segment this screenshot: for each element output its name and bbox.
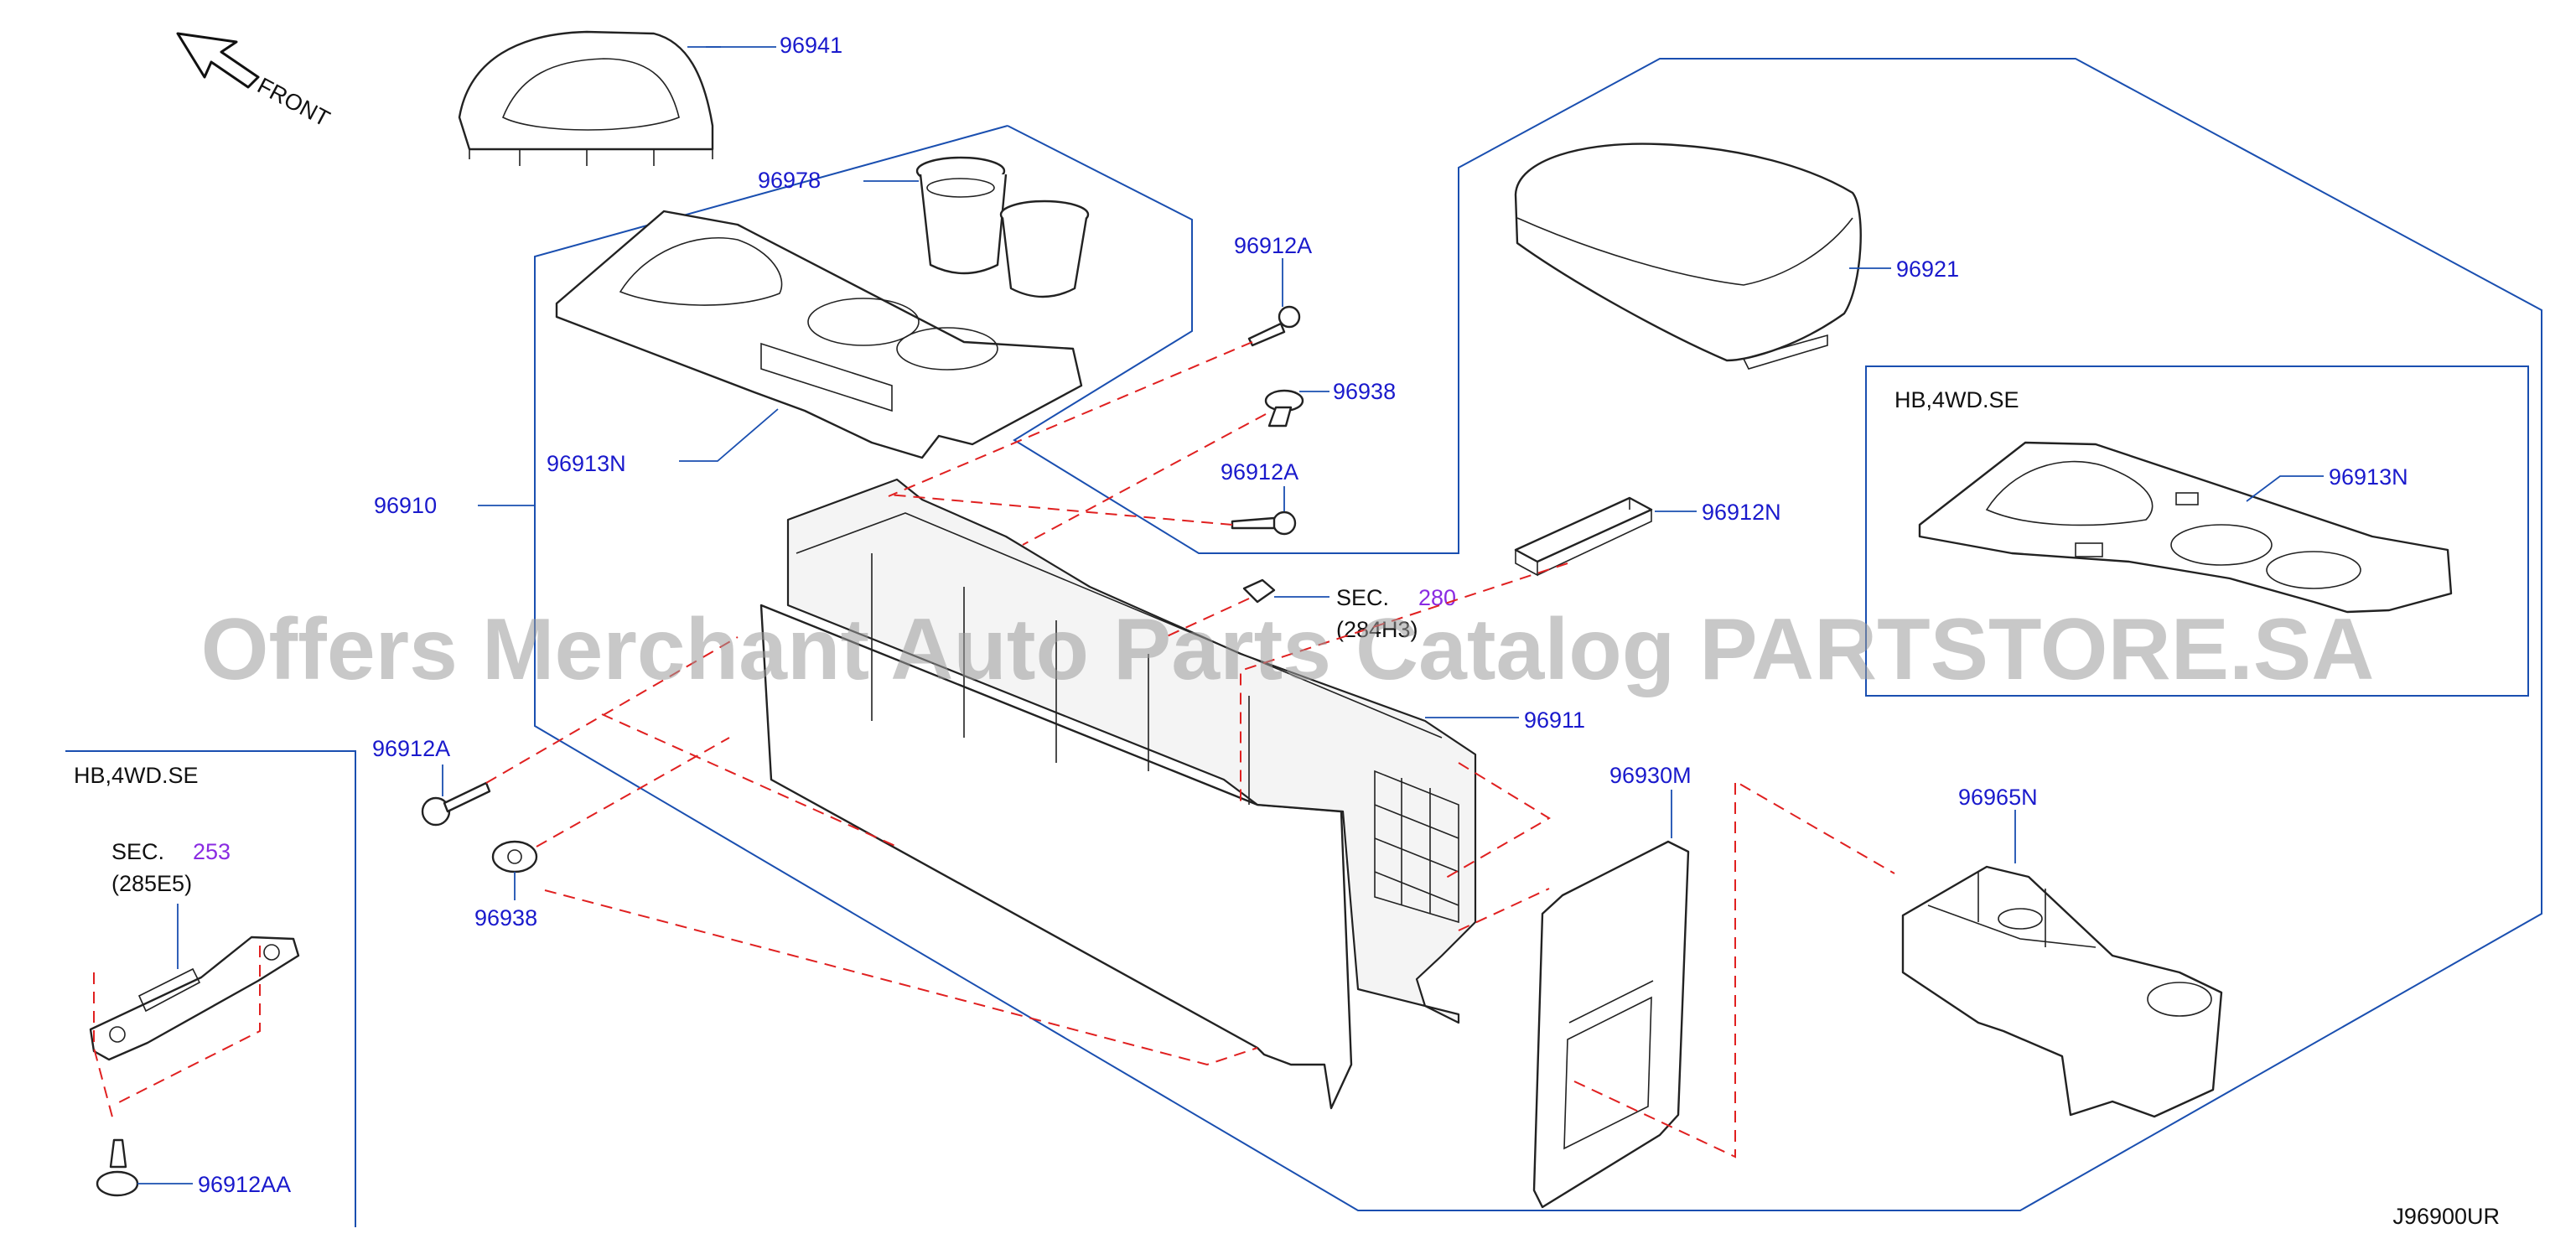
part-96965N-cup-holder-module [1901,865,2223,1118]
front-label: FRONT [253,73,334,132]
leader-96913N-inset [2246,475,2324,502]
label-96913N-inset[interactable]: 96913N [2329,464,2408,490]
label-96910[interactable]: 96910 [374,493,437,518]
label-96912A-mid[interactable]: 96912A [1221,459,1298,485]
part-96911-console-body [759,478,1477,1110]
label-96965N[interactable]: 96965N [1958,785,2038,810]
inset-left-sec-num: 253 [193,839,231,864]
part-96941-shift-trim [458,30,714,166]
front-arrow-icon [176,32,260,89]
leader-96913N [679,408,779,462]
inset-left-sec-ref: (285E5) [111,871,192,896]
sec-280-ref: (284H3) [1336,617,1418,642]
label-96911[interactable]: 96911 [1524,708,1585,733]
screw-96912A-mid-icon [1231,511,1297,536]
diagram-code: J96900UR [2392,1204,2500,1229]
clip-96938-left-icon [491,840,538,873]
part-96912N-clip [1514,496,1653,577]
label-96938-left[interactable]: 96938 [474,905,537,930]
inset-right-variant: HB,4WD.SE [1894,387,2019,412]
part-96978-cup-holder-insert [915,156,1090,298]
label-96913N[interactable]: 96913N [547,451,626,476]
clip-96938-top-icon [1264,389,1304,428]
label-96921[interactable]: 96921 [1896,257,1959,282]
inset-part-sec-253-bracket [89,936,300,1061]
inset-left-box [65,750,356,1227]
inset-left-variant: HB,4WD.SE [74,763,199,788]
label-96930M[interactable]: 96930M [1609,763,1692,788]
inset-part-96913N-console-finisher [1918,441,2453,614]
label-96912N[interactable]: 96912N [1702,500,1781,525]
inset-left-sec-prefix: SEC. [111,839,164,864]
label-96912A-top[interactable]: 96912A [1234,233,1312,258]
label-96938-top[interactable]: 96938 [1333,379,1396,404]
label-96912AA[interactable]: 96912AA [198,1172,291,1197]
inset-right-box [1865,365,2529,697]
part-sec-280-connector-icon [1242,578,1276,604]
part-96913N-console-finisher [555,210,1083,459]
screw-96912A-top-icon [1247,305,1301,347]
watermark-text: Offers Merchant Auto Parts Catalog PARTS… [201,601,2375,698]
label-96912A-left[interactable]: 96912A [372,736,450,761]
part-96930M-side-finisher [1532,840,1690,1209]
sec-280-prefix: SEC. [1336,585,1389,610]
screw-96912AA-icon [96,1138,139,1197]
label-96941[interactable]: 96941 [780,33,842,58]
screw-96912A-left-icon [421,781,491,827]
part-96921-armrest-lid [1514,143,1862,370]
main-group-outline [534,58,2542,1211]
assembly-dashed-lines [93,341,1895,1158]
label-96978[interactable]: 96978 [758,168,821,193]
